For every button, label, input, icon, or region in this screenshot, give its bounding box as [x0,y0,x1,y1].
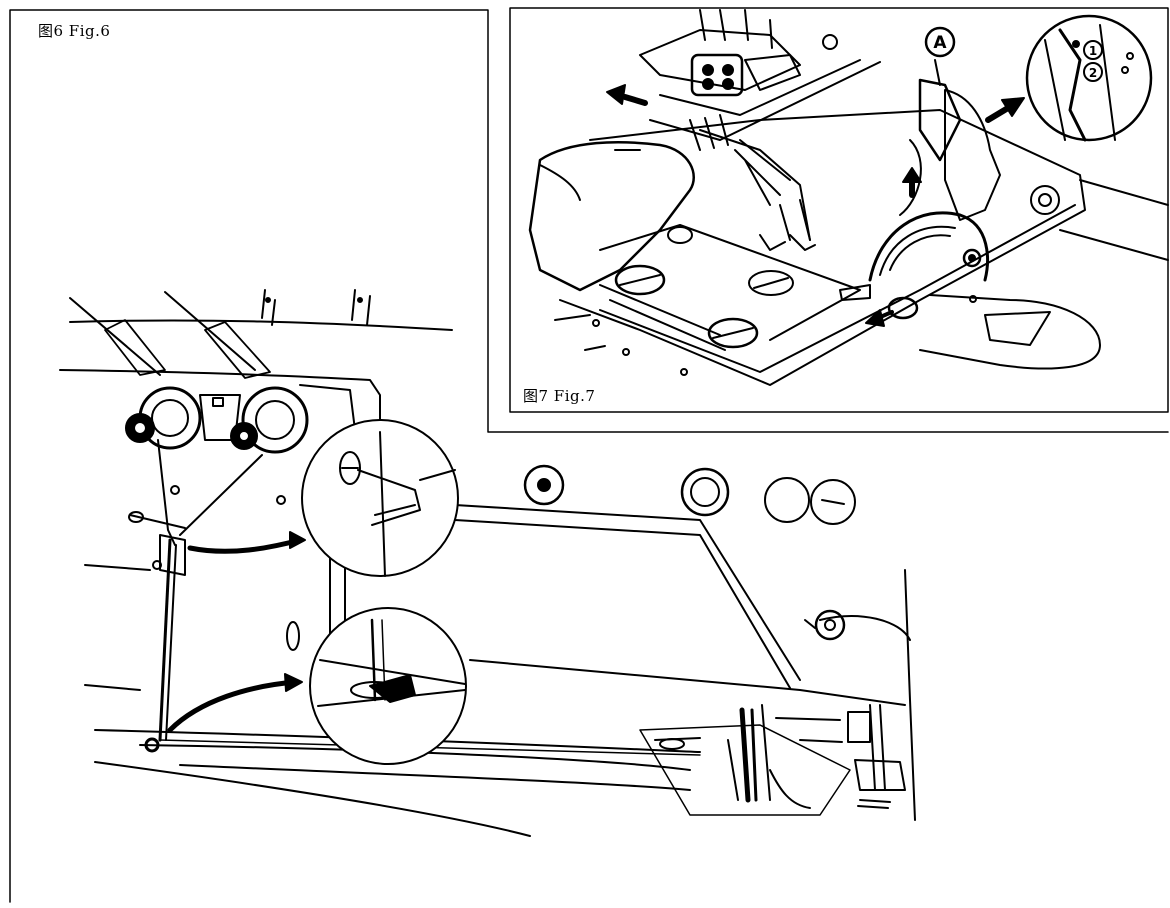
fig6-thread-guides [69,289,371,379]
fig6-detail-lower [309,607,467,765]
fig6-direction-arrows [167,531,306,733]
fig6-machine-body [59,319,916,837]
callout-a-label: A [933,33,947,53]
fig6-caption: 图6 Fig.6 [36,20,113,41]
fig7-callout-a: A [924,26,956,58]
fig7-needle-plate [528,109,1086,386]
fig7-looper-area [839,59,1169,370]
fig6-detail-upper [301,419,459,577]
fig6-frame [9,9,1169,903]
fig6-tension-discs [125,386,309,454]
detail-marker-2: 2 [1089,66,1097,80]
fig6-needle-area [727,704,906,809]
fig6-knobs [286,464,856,651]
fig7-caption: 图7 Fig.7 [521,385,598,406]
fig7-presser-foot [606,9,881,141]
detail-marker-1: 1 [1089,44,1097,58]
fig7-detail-circle: 1 2 [1025,14,1153,142]
